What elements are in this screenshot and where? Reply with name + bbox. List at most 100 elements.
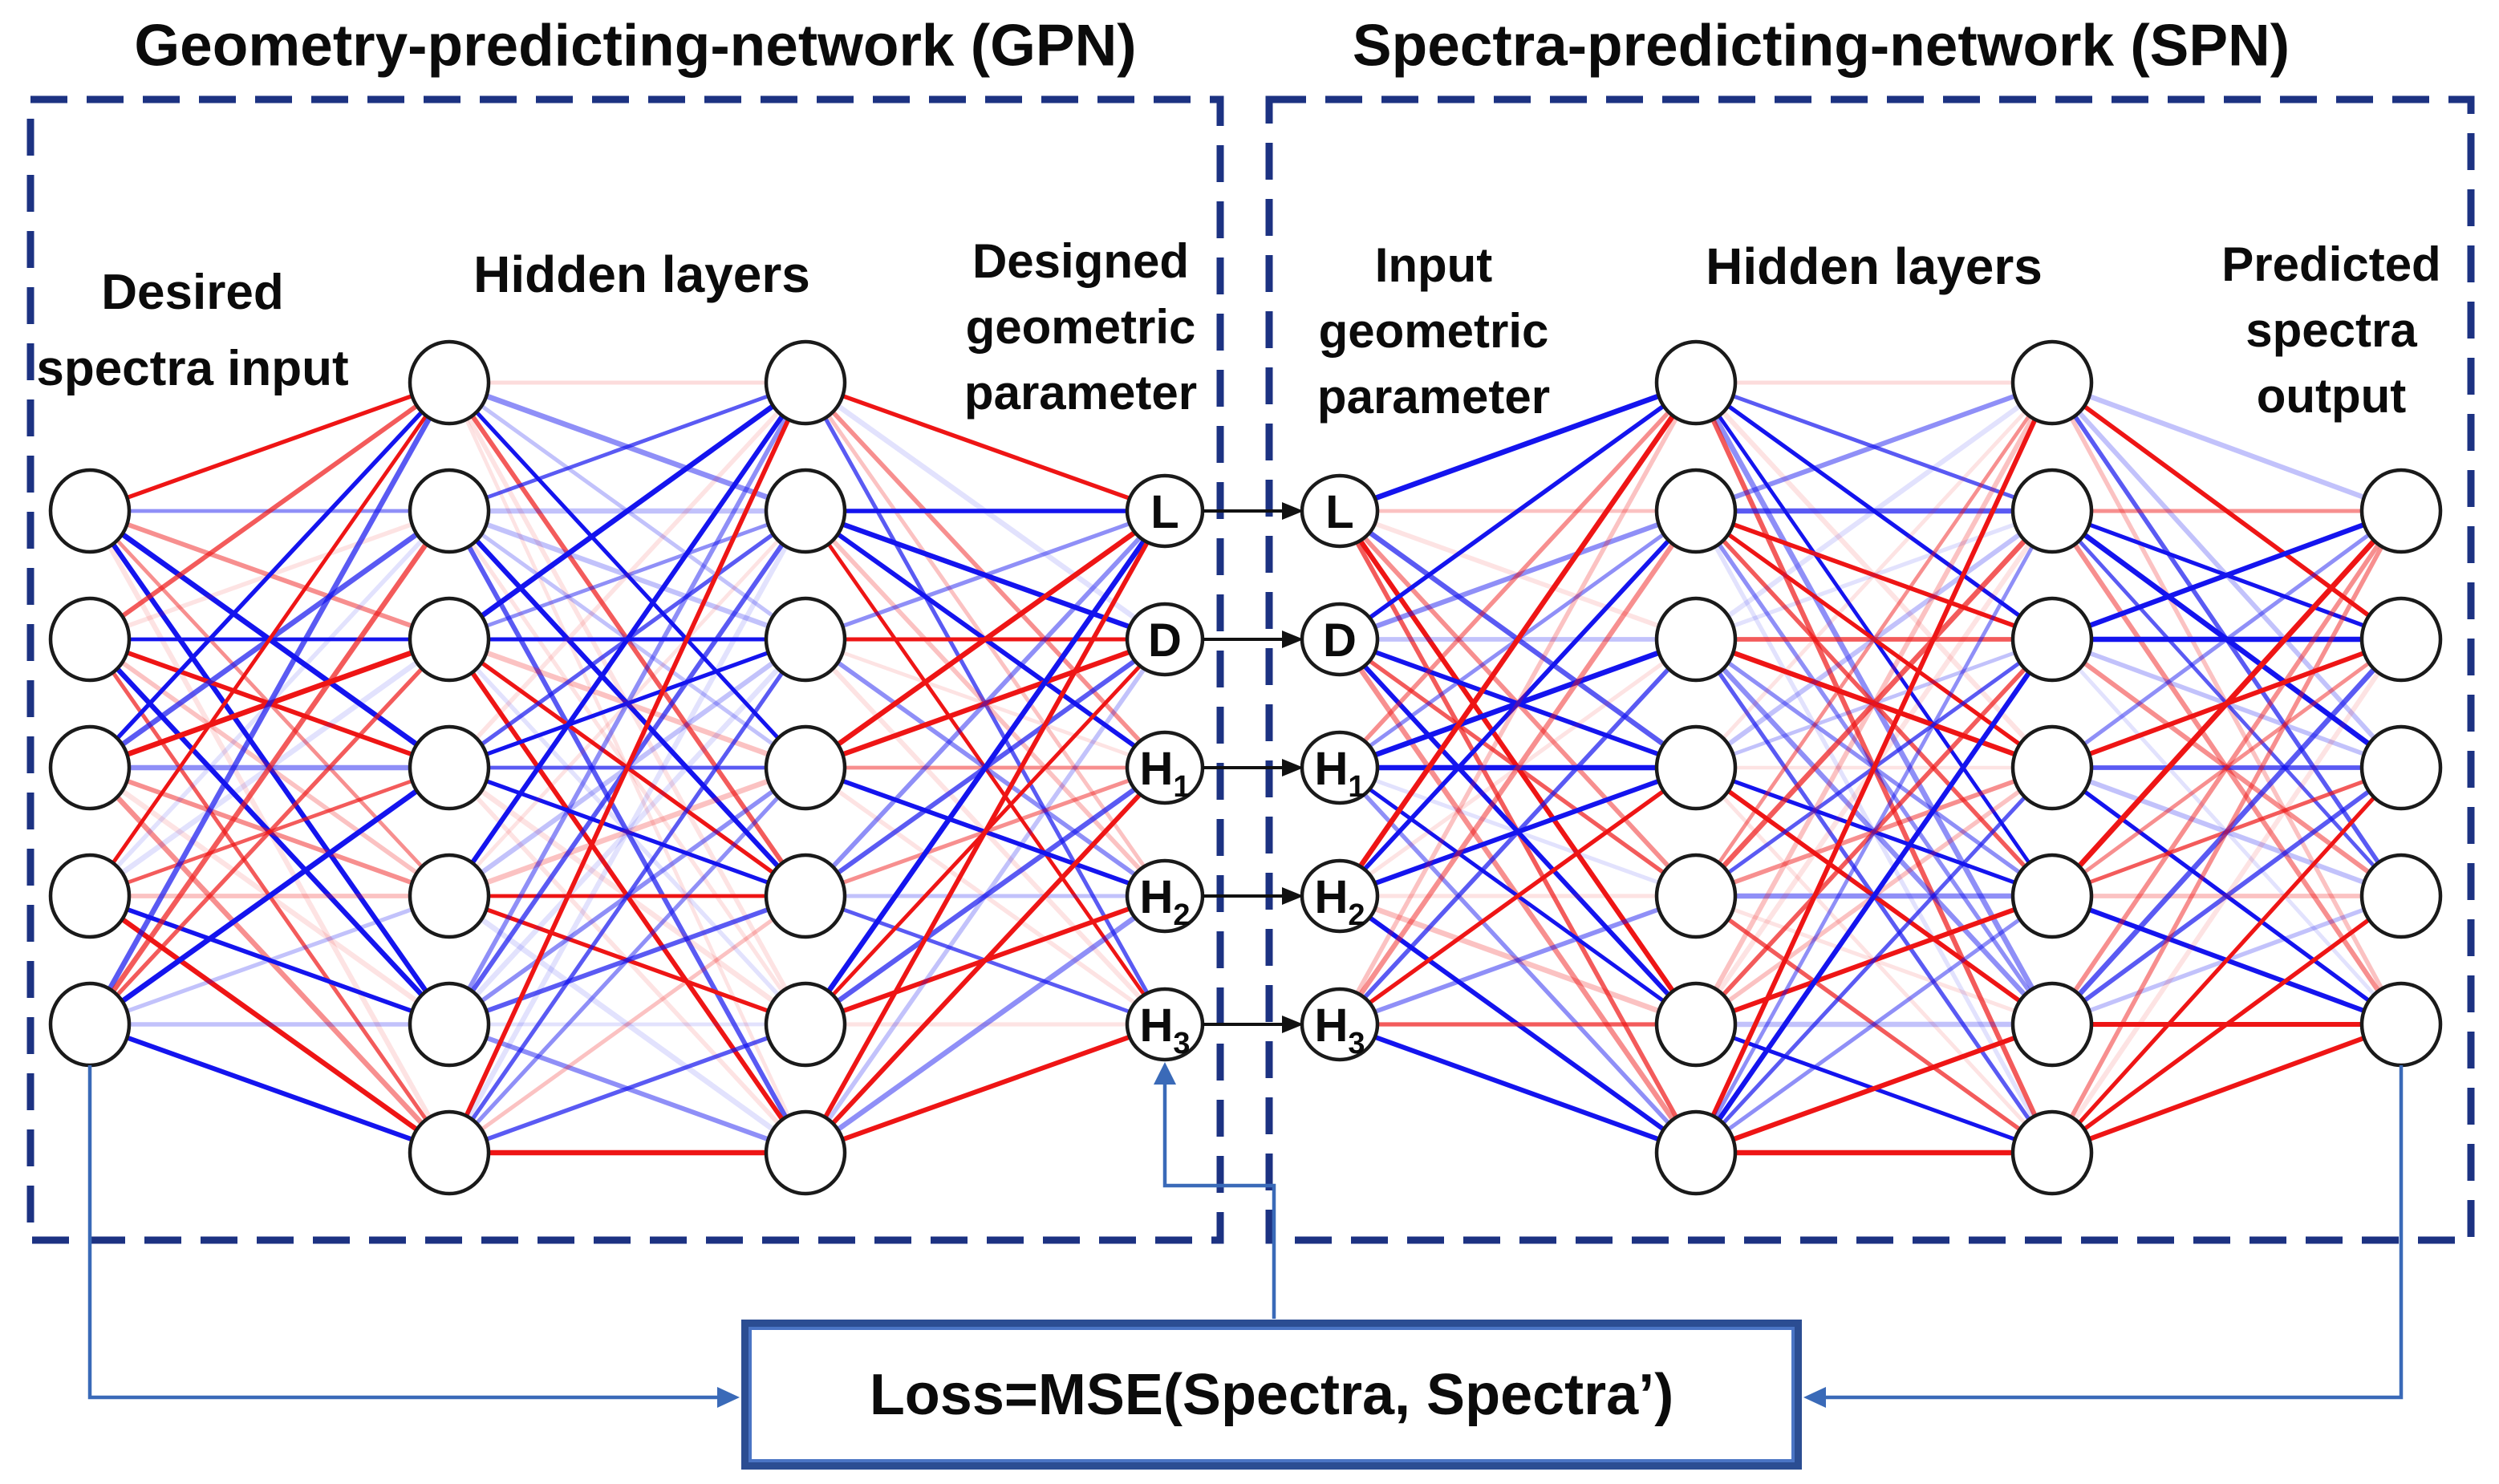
- weight-edge: [1338, 380, 1698, 642]
- weight-edge: [1694, 381, 2055, 1154]
- parameter-transfer-arrowhead: [1282, 630, 1304, 648]
- spn-hidden1-node: [1654, 1109, 1738, 1196]
- weight-edge: [803, 765, 1167, 1155]
- weight-edge: [1694, 380, 2054, 642]
- gpn-hidden1-node: [408, 596, 491, 683]
- weight-edge: [88, 380, 451, 642]
- weight-edge: [2050, 509, 2404, 1026]
- loss-label: Loss=MSE(Spectra, Spectra’): [869, 1362, 1674, 1427]
- gpn-title: Geometry-predicting-network (GPN): [134, 13, 1137, 79]
- loss-box: Loss=MSE(Spectra, Spectra’): [741, 1320, 1802, 1470]
- weight-edge: [1694, 766, 2054, 1154]
- weight-edge: [2051, 509, 2403, 770]
- node-label: H2: [1314, 871, 1365, 932]
- weight-edge: [1337, 381, 1698, 769]
- weight-edge: [2050, 637, 2404, 1027]
- weight-edge: [447, 509, 808, 1154]
- weight-edge: [1338, 893, 1698, 1028]
- spn-input-label-line: Input: [1374, 238, 1493, 292]
- gpn-hidden1-node: [408, 1109, 491, 1196]
- node-label: H1: [1139, 743, 1190, 804]
- spn-hidden2-node: [2010, 468, 2094, 554]
- spn-output-node: [2359, 596, 2443, 683]
- weight-edge: [2051, 766, 2403, 1154]
- gpn-hidden1-node: [408, 724, 491, 811]
- gpn-hidden2-node: [764, 981, 847, 1068]
- spn-hidden1-node: [1654, 981, 1738, 1068]
- weight-edge: [448, 509, 807, 642]
- spn-hidden2-node: [2010, 596, 2094, 683]
- gpn-input-node: [48, 981, 132, 1068]
- weight-edge: [1695, 509, 2053, 642]
- weight-edge: [1695, 509, 2053, 642]
- weight-edge: [1337, 381, 1698, 1026]
- weight-edge: [2051, 380, 2403, 513]
- weight-edge: [89, 894, 450, 1027]
- spn-output-label-line: Predicted: [2221, 237, 2441, 291]
- feedback-arrow-left: [87, 1065, 719, 1400]
- weight-edge: [1338, 379, 1698, 514]
- weight-edge: [447, 638, 808, 1154]
- weight-edge: [88, 638, 451, 1026]
- weight-edge: [803, 509, 1167, 1026]
- gpn-hidden2-node: [764, 1109, 847, 1196]
- spn-input-label-line: geometric: [1318, 304, 1549, 358]
- gpn-output-label-line: parameter: [963, 366, 1198, 420]
- gpn-hidden1-node: [408, 339, 491, 426]
- weight-edge: [448, 764, 807, 899]
- weight-edge: [803, 638, 1167, 1154]
- weight-edge: [1695, 380, 2053, 513]
- spn-input-label-line: parameter: [1316, 370, 1551, 424]
- weight-edge: [1338, 637, 1698, 898]
- weight-edge: [1694, 380, 2054, 513]
- weight-edge: [1694, 381, 2054, 898]
- gpn-output-label-line: geometric: [965, 300, 1196, 354]
- weight-edge: [1339, 894, 1697, 1027]
- parameter-transfer-arrowhead: [1282, 1016, 1304, 1033]
- spn-hidden2-node: [2010, 339, 2094, 426]
- spn-output-label: Predicted spectra output: [2221, 232, 2440, 429]
- weight-edge: [805, 509, 1166, 642]
- weight-edge: [1337, 638, 1698, 1026]
- spn-hidden1-node: [1654, 853, 1738, 939]
- weight-edge: [805, 380, 1166, 513]
- gpn-hidden2-node: [764, 339, 847, 426]
- gpn-hidden1-node: [408, 853, 491, 939]
- gpn-hidden2-node: [764, 724, 847, 811]
- weight-edge: [1337, 509, 1698, 1026]
- node-label: L: [1150, 486, 1179, 538]
- weight-edge: [2050, 509, 2404, 1154]
- weight-edge: [1694, 894, 2054, 1155]
- gpn-output-label-line: Designed: [972, 234, 1190, 288]
- spn-title: Spectra-predicting-network (SPN): [1352, 13, 2290, 79]
- gpn-hidden2-node: [764, 596, 847, 683]
- parameter-transfer-arrowhead: [1282, 502, 1304, 520]
- gpn-hidden2-node: [764, 853, 847, 939]
- spn-hidden1-node: [1654, 468, 1738, 554]
- spn-input-label: Input geometric parameter: [1317, 233, 1550, 430]
- gpn-hidden-label: Hidden layers: [473, 245, 810, 303]
- parameter-transfer-arrowhead: [1282, 887, 1304, 905]
- weight-edge: [448, 509, 807, 898]
- weight-edge: [2051, 638, 2403, 898]
- gpn-input-node: [48, 853, 132, 939]
- spn-hidden1-node: [1654, 596, 1738, 683]
- spn-output-label-line: output: [2256, 369, 2407, 423]
- weight-edge: [1694, 509, 2055, 1154]
- weight-edge: [1338, 509, 1698, 642]
- spn-output-node: [2359, 724, 2443, 811]
- weight-edge: [448, 1022, 806, 1155]
- weight-edge: [448, 380, 806, 513]
- weight-edge: [1694, 381, 2054, 769]
- spn-output-node: [2359, 981, 2443, 1068]
- weight-edge: [1694, 509, 2054, 770]
- weight-edge: [1694, 1022, 2054, 1155]
- weight-edge: [87, 509, 452, 1026]
- gpn-hidden1-node: [408, 468, 491, 554]
- gpn-input-label: Desired spectra input: [36, 254, 348, 407]
- spn-hidden2-node: [2010, 1109, 2094, 1196]
- gpn-hidden2-node: [764, 468, 847, 554]
- weight-edge: [448, 509, 806, 642]
- gpn-input-label-line: spectra input: [36, 341, 349, 396]
- node-label: H1: [1314, 743, 1365, 804]
